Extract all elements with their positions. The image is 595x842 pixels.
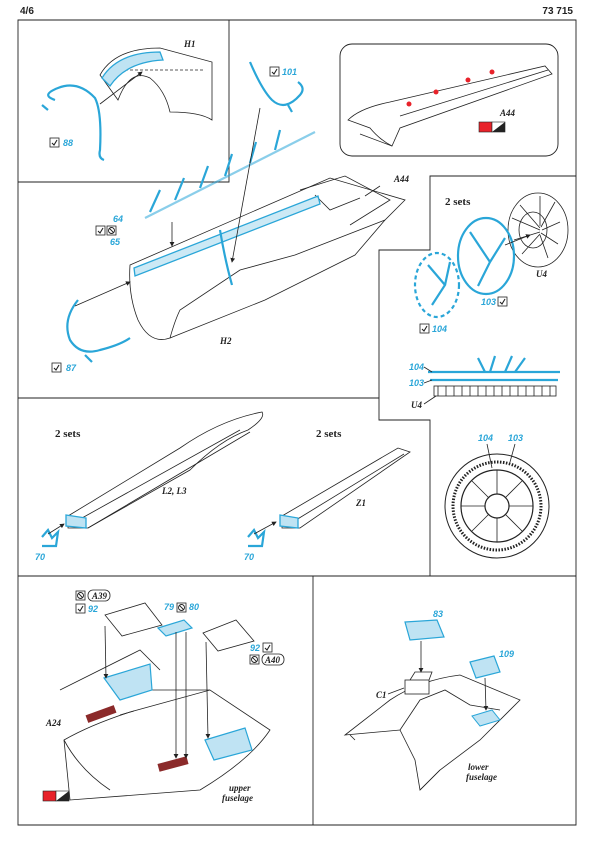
bend-icon [269, 66, 280, 77]
caption-lower: lower [468, 762, 489, 772]
part-l2l3-drawing [65, 411, 264, 529]
label-65: 65 [110, 237, 121, 247]
label-87: 87 [66, 363, 77, 373]
panel-2: A44 [339, 43, 559, 157]
label-h1: H1 [183, 39, 196, 49]
bend-icon [262, 642, 273, 653]
bend-icon [419, 323, 430, 334]
paint-swatch-icon [42, 790, 70, 802]
bend-icon [95, 225, 106, 236]
label-2-sets-u4: 2 sets [445, 196, 471, 208]
panel-1: H1 88 101 [41, 39, 304, 162]
label-2-sets-z1: 2 sets [316, 428, 342, 440]
label-a44-top: A44 [499, 108, 516, 118]
pe-92-right-drawing [202, 619, 255, 652]
pe-83-drawing [404, 619, 445, 641]
label-a39: A39 [91, 591, 108, 601]
pe-64-strip [144, 129, 316, 219]
paint-swatch-icon [478, 121, 506, 133]
panel-4: 2 sets U4 103 104 104 103 [409, 192, 569, 559]
kit-number: 73 715 [542, 6, 573, 17]
label-l2l3: L2, L3 [161, 486, 187, 496]
arrow-88 [99, 71, 143, 105]
pe-87-drawing [66, 299, 131, 363]
remove-icon [176, 602, 187, 613]
label-101: 101 [282, 67, 297, 77]
outer-frame [17, 19, 577, 826]
remove-icon [106, 225, 117, 236]
part-h2-drawing [129, 175, 406, 340]
arrow-70-right [253, 521, 277, 535]
pe-103-ring [456, 216, 516, 296]
label-103-side: 103 [409, 378, 424, 388]
label-h2: H2 [219, 336, 232, 346]
pe-101-drawing [248, 61, 304, 113]
bend-icon [51, 362, 62, 373]
label-104: 104 [432, 324, 447, 334]
part-h1-drawing [99, 47, 213, 121]
panel-frames [17, 19, 577, 826]
bend-icon [75, 603, 86, 614]
part-z1-drawing [279, 447, 411, 529]
label-a44-h2: A44 [393, 174, 410, 184]
bend-icon [497, 296, 508, 307]
pe-92-top-drawing [104, 602, 163, 637]
label-c1: C1 [376, 690, 387, 700]
arrow-87 [74, 281, 131, 307]
label-a24: A24 [45, 718, 62, 728]
arrow-109 [483, 677, 489, 711]
part-u4-hub-drawing [507, 192, 569, 268]
label-80: 80 [189, 602, 199, 612]
remove-icon [75, 590, 86, 601]
panel-3: A44 64 65 87 H2 [51, 107, 410, 373]
label-64: 64 [113, 214, 123, 224]
panel-1-frame [18, 20, 230, 183]
part-a44-drawing [347, 65, 553, 147]
label-109: 109 [499, 649, 514, 659]
panel-5: 2 sets 2 sets L2, L3 70 Z1 70 [35, 411, 411, 562]
part-a24-drawing [59, 649, 271, 801]
caption-fuselage-lower: fuselage [466, 772, 497, 782]
label-103: 103 [481, 297, 496, 307]
caption-fuselage-upper: fuselage [222, 793, 253, 803]
panel-4-frame [378, 175, 576, 398]
label-u4: U4 [536, 269, 547, 279]
label-a40: A40 [264, 655, 281, 665]
remove-icon [249, 654, 260, 665]
label-104-side: 104 [409, 362, 424, 372]
pe-70-left-drawing [41, 528, 60, 548]
label-70-right: 70 [244, 552, 254, 562]
pe-88-drawing [41, 84, 105, 162]
label-2-sets-l2l3: 2 sets [55, 428, 81, 440]
arrow-92-top [103, 625, 109, 679]
pe-104-ring [413, 251, 461, 319]
label-u4-side: U4 [411, 400, 422, 410]
label-104-face: 104 [478, 433, 493, 443]
panel-7: 83 109 C1 lower fuselage [343, 609, 521, 791]
label-70-left: 70 [35, 552, 45, 562]
arrow-101 [230, 107, 261, 263]
label-92-right: 92 [250, 643, 260, 653]
bend-icon [49, 137, 60, 148]
label-z1: Z1 [355, 498, 366, 508]
label-83: 83 [433, 609, 443, 619]
arrow-92-right [205, 641, 211, 739]
part-c1-drawing [343, 671, 521, 791]
label-88: 88 [63, 138, 73, 148]
pe-79-80-drawing [156, 619, 194, 637]
panel-6: A39 92 79 80 92 A40 [42, 589, 285, 803]
label-103-face: 103 [508, 433, 523, 443]
caption-upper: upper [229, 783, 251, 793]
arrow-103 [504, 234, 531, 246]
panel-divider-mid [18, 397, 431, 576]
label-92-top: 92 [88, 604, 98, 614]
arrow-70-left [47, 523, 65, 535]
page-number: 4/6 [20, 6, 34, 17]
pe-70-right-drawing [247, 528, 266, 548]
pe-109-drawing [469, 655, 501, 679]
wheel-side-view [428, 355, 560, 397]
wheel-face-view [444, 453, 550, 559]
label-79: 79 [164, 602, 174, 612]
